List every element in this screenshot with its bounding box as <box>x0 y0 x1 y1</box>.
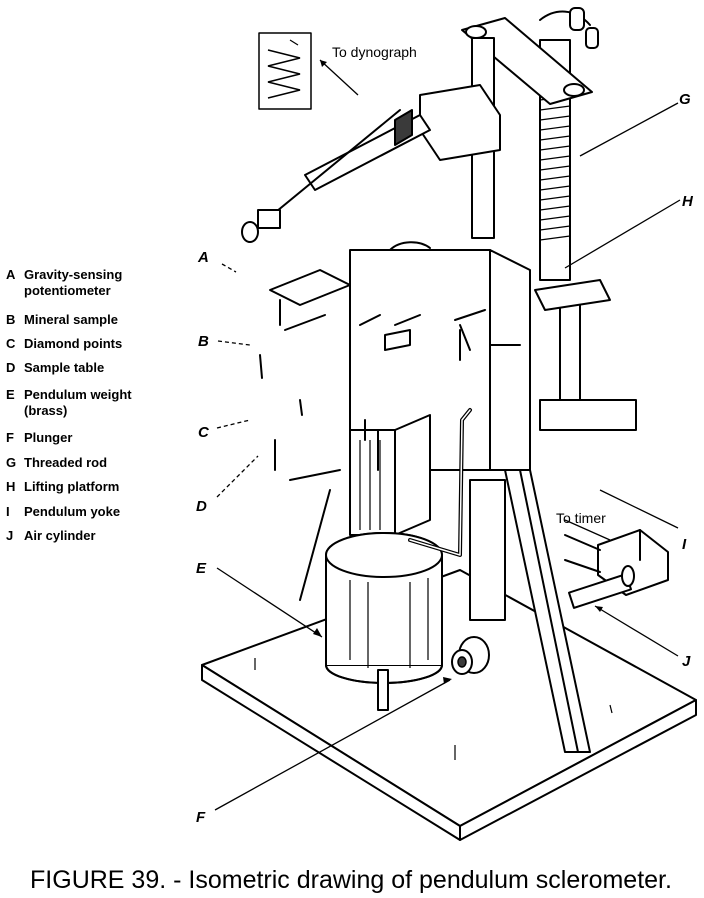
legend-label-e: Pendulum weight <box>24 387 132 402</box>
frame-legs <box>299 469 591 753</box>
figure-caption: FIGURE 39. - Isometric drawing of pendul… <box>30 866 672 894</box>
callout-e: E <box>196 560 207 577</box>
pneumatic-tube <box>408 408 472 557</box>
legend-label-e-line2: (brass) <box>24 403 67 418</box>
legend-label-a-line2: potentiometer <box>24 283 111 298</box>
lifting-platform <box>534 279 637 431</box>
air-cylinder <box>564 529 669 609</box>
note-arrows <box>319 59 611 541</box>
callout-d: D <box>196 498 207 515</box>
dynograph-bracket <box>241 84 501 243</box>
legend-label-h: Lifting platform <box>24 479 119 494</box>
legend-letter-i: I <box>6 504 10 519</box>
machine-drawing <box>201 7 697 841</box>
legend-label-i: Pendulum yoke <box>24 504 120 519</box>
callout-c: C <box>198 424 210 441</box>
sample-table <box>259 241 486 481</box>
legend-letter-a: A <box>6 267 16 282</box>
dynograph-trace <box>258 32 312 110</box>
plunger <box>451 636 490 675</box>
legend-letter-f: F <box>6 430 14 445</box>
legend-letter-b: B <box>6 312 15 327</box>
note-to-timer: To timer <box>556 510 606 526</box>
pendulum-column <box>349 414 431 536</box>
callout-j: J <box>682 653 691 670</box>
legend-label-f: Plunger <box>24 430 72 445</box>
callout-g: G <box>679 91 691 108</box>
legend-letter-c: C <box>6 336 16 351</box>
callout-b: B <box>198 333 209 350</box>
frame-body <box>349 249 531 471</box>
legend: A Gravity-sensing potentiometer B Minera… <box>6 267 132 543</box>
base-plate <box>201 569 697 841</box>
callout-f: F <box>196 809 206 826</box>
note-to-dynograph: To dynograph <box>332 44 417 60</box>
legend-letter-d: D <box>6 360 15 375</box>
legend-label-d: Sample table <box>24 360 104 375</box>
callout-leaders <box>214 102 681 811</box>
legend-letter-g: G <box>6 455 16 470</box>
callout-h: H <box>682 193 694 210</box>
legend-label-a: Gravity-sensing <box>24 267 122 282</box>
legend-letter-h: H <box>6 479 15 494</box>
legend-letter-e: E <box>6 387 15 402</box>
callout-a: A <box>197 249 209 266</box>
threaded-rod <box>539 7 599 281</box>
legend-label-g: Threaded rod <box>24 455 107 470</box>
callout-labels: A B C D E F G H I J <box>196 91 694 826</box>
legend-letter-j: J <box>6 528 13 543</box>
callout-i: I <box>682 536 687 553</box>
pendulum-weight <box>325 532 443 711</box>
legend-label-b: Mineral sample <box>24 312 118 327</box>
legend-label-j: Air cylinder <box>24 528 96 543</box>
legend-label-c: Diamond points <box>24 336 122 351</box>
